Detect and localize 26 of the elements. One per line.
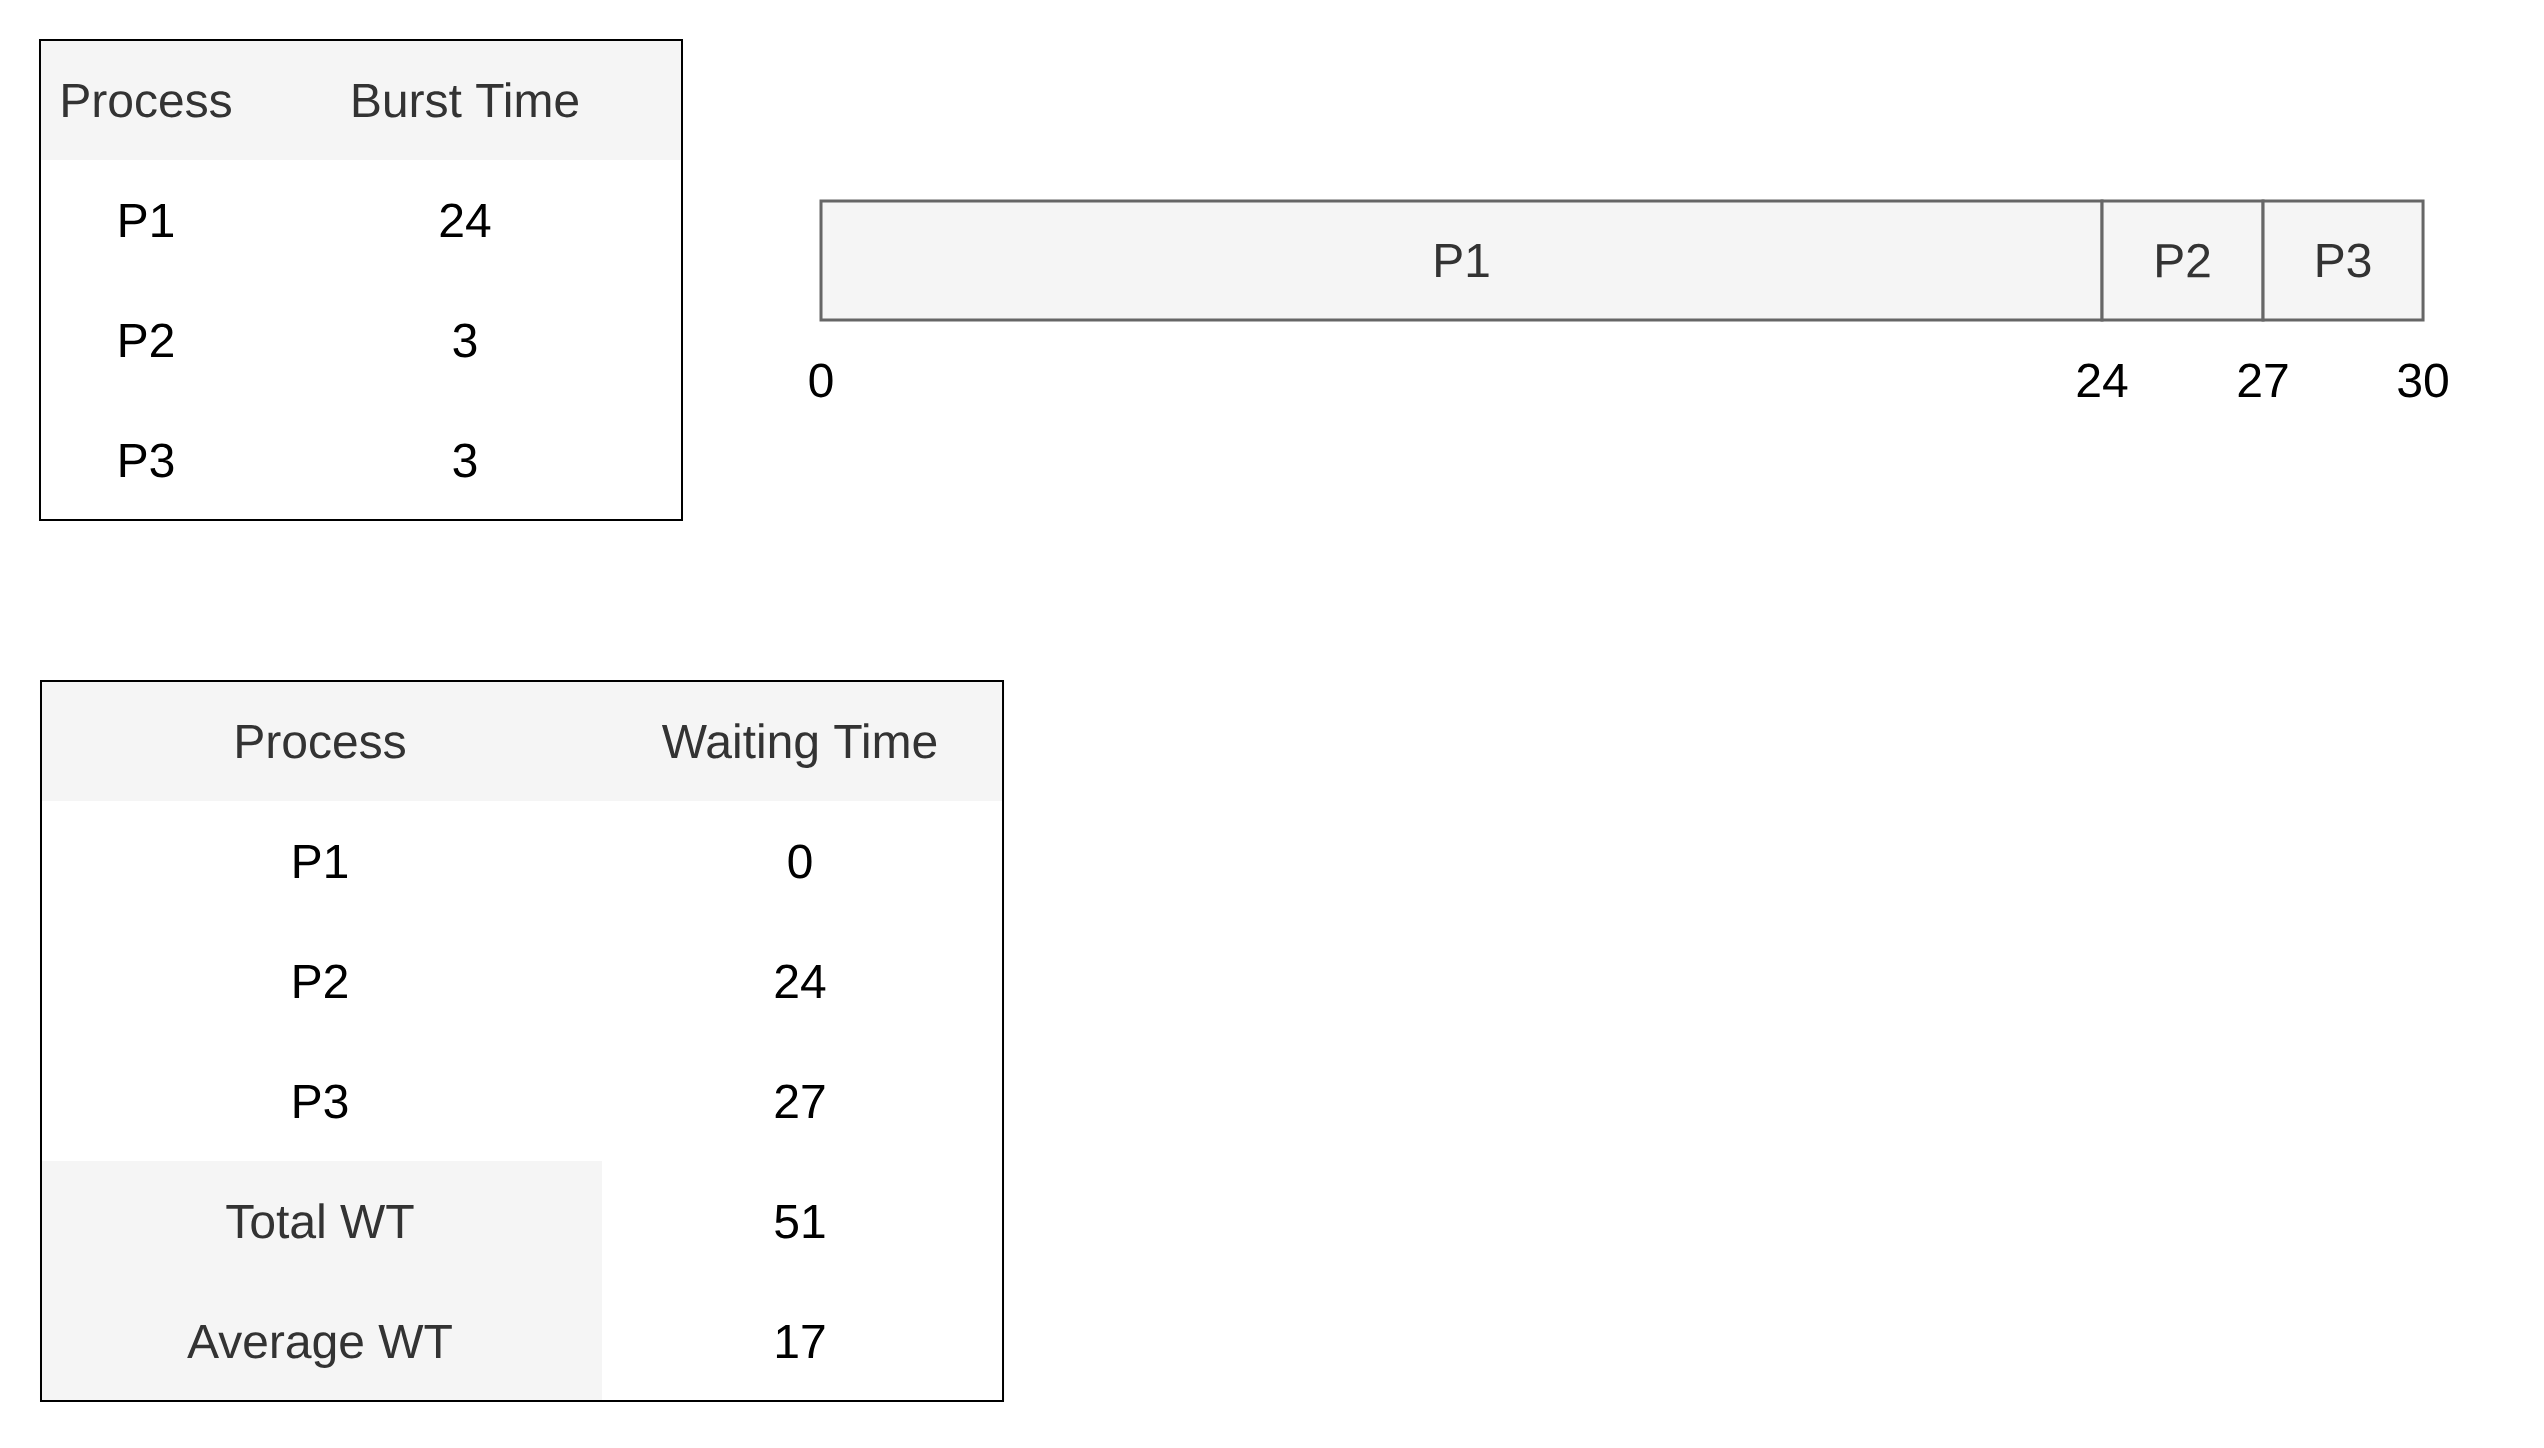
time-label: 30 bbox=[2398, 363, 2448, 398]
summary-label: Total WT bbox=[41, 1161, 602, 1282]
time-label: 24 bbox=[2077, 363, 2128, 397]
column-header: Waiting Time bbox=[602, 681, 1003, 802]
row-label: P3 bbox=[294, 1084, 348, 1119]
summary-label: Average WT bbox=[41, 1281, 602, 1402]
row-label: P2 bbox=[294, 964, 347, 998]
row-label: P2 bbox=[120, 323, 173, 357]
table-value: 27 bbox=[775, 1084, 825, 1119]
column-header: Process bbox=[40, 40, 305, 160]
table-value: 17 bbox=[776, 1325, 825, 1359]
row-label: P1 bbox=[294, 845, 347, 878]
table-value: 3 bbox=[453, 443, 477, 478]
row-label: P3 bbox=[120, 443, 174, 478]
column-header: Process bbox=[41, 681, 602, 802]
process-bar: P2 bbox=[2100, 199, 2265, 322]
table-value: 0 bbox=[788, 844, 812, 879]
process-bar: P3 bbox=[2261, 199, 2425, 322]
table-value: 3 bbox=[453, 323, 477, 358]
row-label: P1 bbox=[120, 204, 173, 237]
table-value: 24 bbox=[775, 964, 826, 998]
time-label: 27 bbox=[2238, 363, 2288, 397]
table-value: 51 bbox=[775, 1205, 825, 1239]
table-value: 24 bbox=[440, 203, 491, 237]
column-header: Burst Time bbox=[305, 40, 682, 160]
time-label: 0 bbox=[809, 363, 833, 398]
